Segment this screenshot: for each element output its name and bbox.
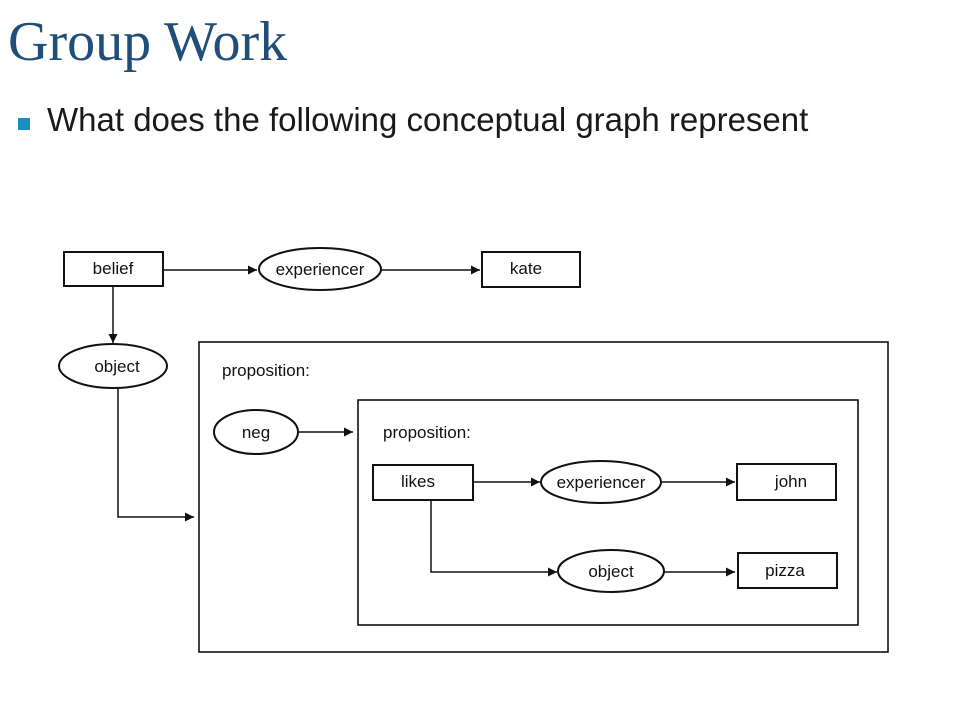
inner-proposition-label: proposition: [383, 423, 471, 442]
concept-likes-label: likes [401, 472, 435, 491]
relation-object-outer-label: object [94, 357, 140, 376]
edge-likes-to-object [430, 500, 557, 577]
slide-title: Group Work [8, 11, 288, 73]
relation-neg-label: neg [242, 423, 270, 442]
bullet-text: What does the following conceptual graph… [47, 101, 809, 138]
bullet-marker [18, 118, 30, 130]
concept-belief [63, 251, 164, 287]
relation-object-inner-label: object [588, 562, 634, 581]
concept-john-label: john [774, 472, 807, 491]
concept-likes [372, 464, 474, 501]
edge-object-to-proposition [117, 388, 194, 522]
concept-kate [481, 251, 581, 288]
relation-experiencer-inner-label: experiencer [557, 473, 646, 492]
relation-experiencer-outer-label: experiencer [276, 260, 365, 279]
concept-kate-label: kate [510, 259, 542, 278]
relation-object-outer [58, 343, 168, 389]
outer-proposition-context [198, 341, 889, 653]
concept-john [736, 463, 837, 501]
inner-proposition-context [357, 399, 859, 626]
concept-pizza-label: pizza [765, 561, 805, 580]
outer-proposition-label: proposition: [222, 361, 310, 380]
relation-object-inner [557, 549, 665, 593]
concept-pizza [737, 552, 838, 589]
relation-experiencer-outer [258, 247, 382, 291]
concept-belief-label: belief [93, 259, 134, 278]
